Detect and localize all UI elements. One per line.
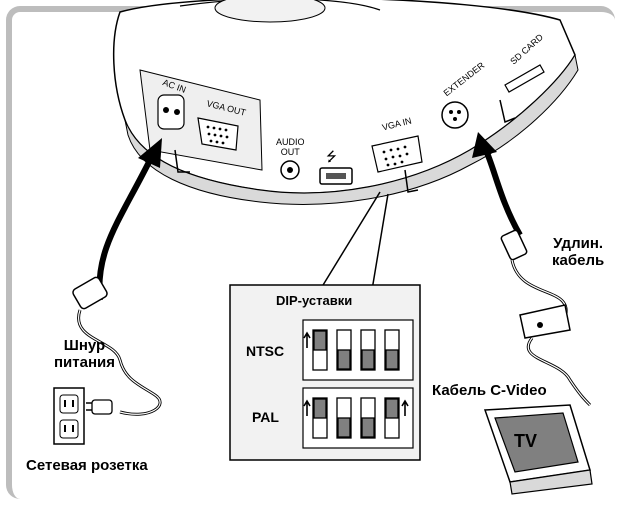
ntsc-switch-2-knob [337, 349, 351, 370]
document-camera [112, 0, 579, 205]
wall-outlet-icon [53, 387, 113, 445]
cvideo-cable-label: Кабель C-Video [432, 382, 547, 399]
extension-cable [500, 229, 592, 407]
pal-label: PAL [252, 409, 279, 425]
power-arrow [96, 158, 153, 301]
tv-icon [483, 404, 593, 495]
ntsc-label: NTSC [246, 343, 285, 359]
extension-arrow [482, 146, 523, 237]
power-plug [72, 276, 162, 416]
vga-in-port [371, 135, 423, 173]
pal-up-arrow-icon [401, 399, 409, 416]
extension-cable-label: Удлин.кабель [552, 235, 605, 269]
ntsc-up-arrow-icon [303, 331, 311, 348]
pal-switch-3-knob [361, 417, 375, 438]
ntsc-switch-1-knob [313, 330, 327, 351]
dip-switch-panel [229, 284, 421, 461]
dip-title: DIP-уставки [276, 293, 353, 308]
pal-switch-1-knob [313, 398, 327, 419]
ac-in-port [157, 94, 185, 130]
tv-label: TV [514, 431, 538, 451]
pal-up-arrow-icon [303, 399, 311, 416]
ntsc-switch-4-knob [385, 349, 399, 370]
sd-card-slot [504, 64, 545, 93]
outlet-label: Сетевая розетка [26, 457, 148, 474]
pal-switch-2-knob [337, 417, 351, 438]
pal-switch-4-knob [385, 398, 399, 419]
usb-symbol: ⭍ [326, 149, 337, 164]
extender-port [441, 101, 469, 129]
ntsc-switch-3-knob [361, 349, 375, 370]
